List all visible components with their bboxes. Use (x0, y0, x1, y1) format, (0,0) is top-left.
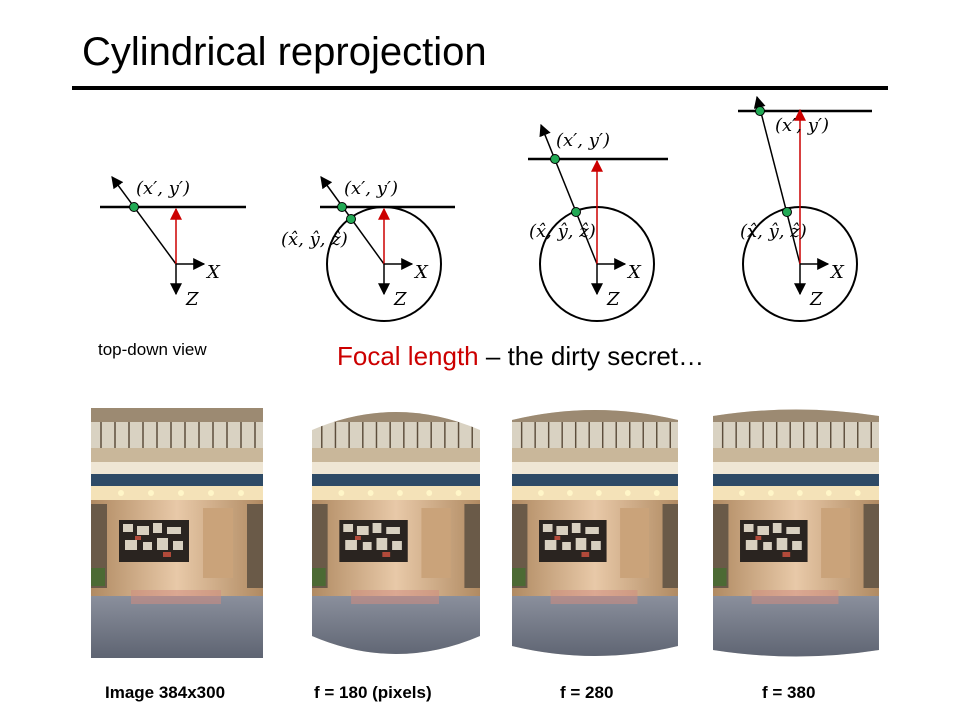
photo-caption-f180: f = 180 (pixels) (314, 683, 432, 702)
x-axis-label: X (413, 262, 429, 283)
subtitle-rest: – the dirty secret… (478, 341, 705, 371)
image-point-marker (550, 154, 560, 164)
reprojection-diagrams: (x′, y′) X Z (x′, y′) (x̂, ŷ, ẑ) X Z (x′… (100, 95, 872, 322)
photo-caption-f280: f = 280 (560, 683, 614, 702)
image-point-label: (x′, y′) (775, 115, 829, 136)
cylinder-point-marker (571, 207, 581, 217)
photo-caption-original: Image 384x300 (105, 683, 226, 702)
image-point-marker (755, 106, 765, 116)
z-axis-label: Z (393, 289, 407, 310)
title-underline (72, 86, 888, 90)
focal-length-subtitle: Focal length – the dirty secret… (337, 341, 704, 372)
x-axis-label: X (205, 262, 221, 283)
image-point-label: (x′, y′) (344, 178, 398, 199)
diagram-cylinder-f2: (x′, y′) (x̂, ŷ, ẑ) X Z (528, 123, 668, 322)
z-axis-label: Z (185, 289, 199, 310)
x-axis-label: X (829, 262, 845, 283)
photo-f180 (312, 412, 480, 654)
image-point-marker (337, 202, 347, 212)
image-point-marker (129, 202, 139, 212)
projection-ray (753, 95, 801, 265)
diagram-cylinder-f1: (x′, y′) (x̂, ŷ, ẑ) X Z (281, 176, 455, 322)
z-axis-label: Z (606, 289, 620, 310)
top-down-view-note: top-down view (98, 340, 207, 359)
cylinder-point-marker (782, 207, 792, 217)
image-point-label: (x′, y′) (136, 178, 190, 199)
photo-original (91, 408, 263, 658)
projection-ray (111, 176, 177, 265)
image-point-label: (x′, y′) (556, 130, 610, 151)
projection-ray (539, 123, 598, 265)
z-axis-label: Z (809, 289, 823, 310)
cylinder-point-label: (x̂, ŷ, ẑ) (529, 221, 596, 242)
diagram-cylinder-f3: (x′, y′) (x̂, ŷ, ẑ) X Z (738, 95, 872, 322)
photo-caption-f380: f = 380 (762, 683, 816, 702)
cylinder-point-marker (346, 214, 356, 224)
diagram-planar: (x′, y′) X Z (100, 176, 246, 310)
subtitle-accent: Focal length (337, 341, 479, 371)
slide-title: Cylindrical reprojection (82, 30, 487, 74)
cylinder-point-label: (x̂, ŷ, ẑ) (740, 221, 807, 242)
cylinder-point-label: (x̂, ŷ, ẑ) (281, 229, 348, 250)
photo-f380 (713, 409, 879, 657)
x-axis-label: X (626, 262, 642, 283)
photo-f280 (512, 410, 678, 656)
